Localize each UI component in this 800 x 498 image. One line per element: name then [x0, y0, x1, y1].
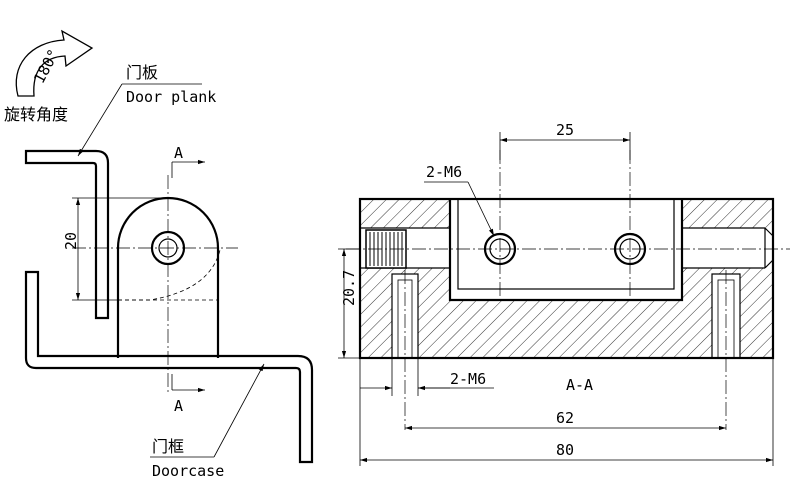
dimension-hole-spacing-value: 25 [556, 121, 574, 139]
dimension-overall-length [359, 358, 774, 466]
doorcase-label-cn: 门框 [152, 437, 184, 456]
section-hatched-body [360, 199, 773, 358]
hidden-contour [118, 249, 221, 301]
door-plank-label-cn: 门板 [126, 63, 158, 82]
dimension-height-left-value: 20 [62, 232, 80, 250]
section-mark-top [171, 159, 205, 178]
section-mark-bottom-label: A [174, 397, 183, 415]
thread-callout-bottom [360, 358, 494, 396]
doorcase-label-en: Doorcase [152, 462, 224, 480]
dimension-height-section [338, 248, 360, 359]
rotation-angle-label: 旋转角度 [4, 105, 68, 124]
thread-callout-top-label: 2-M6 [426, 163, 462, 181]
thread-callout-top-leader [424, 181, 495, 237]
dimension-overall-length-value: 80 [556, 441, 574, 459]
dimension-height-left [72, 197, 168, 301]
door-plank-leader [77, 83, 202, 157]
rotation-arrow-icon [15, 29, 94, 97]
door-plank-plate [24, 149, 110, 320]
doorcase-plate [24, 270, 314, 464]
dimension-hole-spacing [499, 132, 631, 160]
section-title: A-A [566, 376, 593, 394]
dimension-height-section-value: 20.7 [340, 270, 358, 306]
section-leaf [457, 198, 675, 290]
section-mark-top-label: A [174, 144, 183, 162]
section-inner-plate [448, 199, 684, 302]
door-plank-label-en: Door plank [126, 88, 216, 106]
doorcase-leader [150, 363, 265, 458]
dimension-hole-span-value: 62 [556, 409, 574, 427]
section-mark-bottom [171, 374, 205, 393]
thread-callout-bottom-label: 2-M6 [450, 370, 486, 388]
